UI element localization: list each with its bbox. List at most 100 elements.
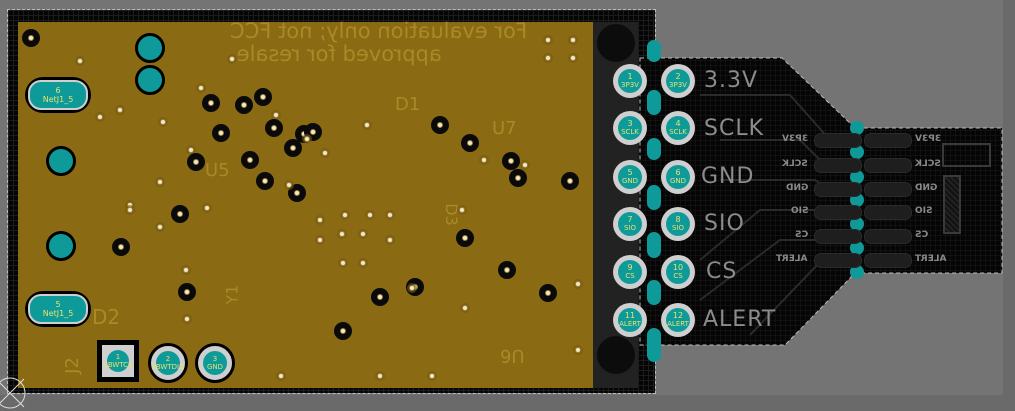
via [509,169,527,187]
header-label: ALERT [776,254,808,264]
pin-net: SIO [623,224,637,232]
slot-pad-5[interactable]: 5 NetJ1_5 [25,291,91,327]
header-pad[interactable] [850,170,864,184]
pin-net: 3P3V [621,81,639,89]
pin-net: SCLK [669,128,687,136]
header-label-mirror: SIO [915,206,933,216]
via [358,229,368,239]
designator-u5: U5 [205,160,230,181]
copper-pour [18,22,593,388]
via [358,258,368,268]
via [543,35,553,45]
slot-num: 5 [55,300,61,309]
bar-segment [647,328,661,362]
designator-j2: J2 [61,357,83,374]
label-gnd: GND [701,164,755,189]
header-oval [864,181,912,197]
header-label-mirror: CS [915,230,929,240]
header-pad[interactable] [850,145,864,159]
via [315,215,325,225]
pin-number: 2 [165,355,171,363]
header-pad[interactable] [850,121,864,135]
pin-net: CS [625,272,635,280]
component-outline [943,175,961,234]
header-pad[interactable] [850,193,864,207]
slot-net: NetJ1_5 [42,95,74,104]
via [573,279,583,289]
prog-pin-1[interactable]: 1 SBWTCK [102,345,134,377]
via [498,261,516,279]
header-pad[interactable] [850,241,864,255]
via [187,153,205,171]
pin-number: 6 [675,168,681,177]
header-label: SCLK [782,158,808,169]
via [362,120,372,130]
via [407,283,417,293]
pin-net: GND [669,177,687,185]
label-3v3: 3.3V [704,68,759,93]
header-pad[interactable] [850,217,864,231]
label-sclk: SCLK [704,116,765,141]
via [543,53,553,63]
via [181,265,191,275]
designator-u6: U6 [500,345,525,366]
header-label-mirror: SCLK [915,158,941,169]
bar-segment [647,138,661,160]
via [338,258,348,268]
pin-number: 10 [672,263,684,272]
header-oval [814,229,862,244]
pin-net: SBWTDIO [151,363,185,371]
bar-segment [647,40,661,62]
pin-net: SBWTCK [103,361,133,369]
header-label-mirror: 3P3V [915,134,942,144]
pin-net: 3P3V [669,81,687,89]
via [502,152,520,170]
origin-marker-icon [0,377,26,409]
pin-number: 11 [624,311,636,320]
pin-number: 1 [627,72,633,81]
bar-segment [647,90,661,115]
via [256,172,274,190]
via [371,288,389,306]
via [520,160,530,170]
via [271,110,281,120]
slot-pad-6[interactable]: 6 NetJ1_5 [25,77,91,113]
through-hole-pad [135,65,165,95]
designator-d2: D2 [92,305,121,329]
header-pad[interactable] [850,265,864,279]
header-label: SIO [790,206,808,216]
via [427,371,437,381]
designator-d1: D1 [395,94,421,115]
via [75,56,85,66]
via [22,29,40,47]
pin-number: 1 [115,353,121,361]
pin-net: SIO [671,224,685,232]
pin-number: 2 [675,72,681,81]
pin-net: ALERT [667,320,689,328]
pin-number: 3 [212,355,218,363]
via [254,88,272,106]
header-oval [814,181,862,197]
via [178,283,196,301]
header-oval [814,133,862,148]
via [265,119,283,137]
